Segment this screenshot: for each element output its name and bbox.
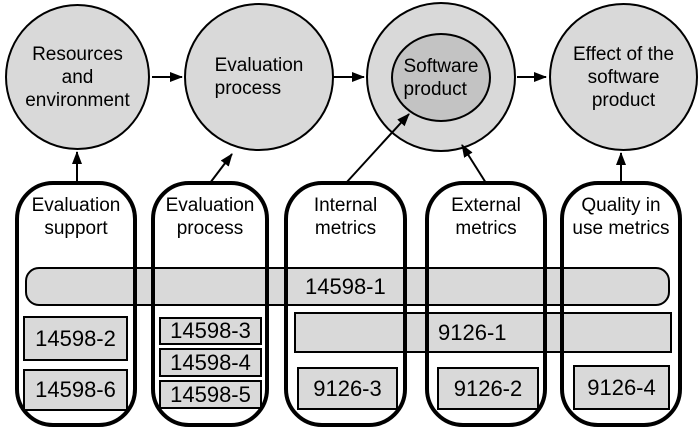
bar-9126-1: 9126-1 [294,312,672,353]
bar-9126-1-label: 9126-1 [438,319,507,345]
box-14598-5: 14598-5 [159,380,262,409]
container-internal-metrics-label: Internal metrics [313,195,378,239]
circle-software-product: Software product [391,33,491,122]
container-evaluation-support-label: Evaluation support [31,195,121,239]
circle-resources-and-environment-label: Resources and environment [25,43,130,111]
bar-14598-1-label: 14598-1 [305,273,386,299]
box-9126-2: 9126-2 [437,367,539,410]
circle-software-product-label: Software product [403,55,479,100]
circle-effect-of-software-product: Effect of the software product [549,3,698,151]
container-quality-in-use-metrics [560,181,682,427]
arrow-external-to-product [461,144,487,184]
circle-resources-and-environment: Resources and environment [5,4,150,150]
box-9126-4: 9126-4 [573,365,670,410]
box-14598-6: 14598-6 [23,369,128,411]
box-14598-3: 14598-3 [159,317,262,345]
arrow-process-to-evaluation [209,153,233,184]
box-9126-3: 9126-3 [297,367,398,410]
container-evaluation-process-label: Evaluation process [165,195,255,239]
circle-evaluation-process-label: Evaluation process [214,55,304,99]
circle-effect-of-software-product-label: Effect of the software product [572,43,675,111]
box-14598-4: 14598-4 [159,348,262,377]
container-evaluation-support [15,181,137,427]
container-external-metrics-label: External metrics [451,195,521,239]
circle-evaluation-process: Evaluation process [184,3,334,151]
container-quality-in-use-metrics-label: Quality in use metrics [572,195,670,239]
box-14598-2: 14598-2 [23,316,128,361]
